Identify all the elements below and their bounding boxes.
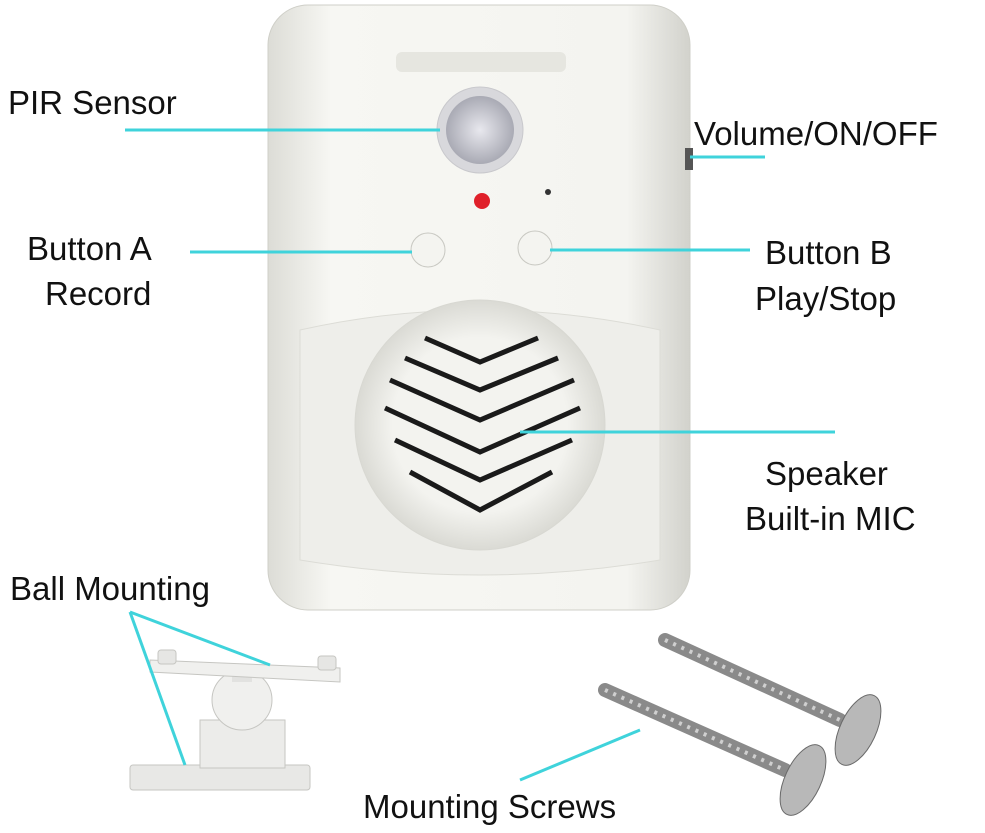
label-speaker-sub: Built-in MIC [745, 500, 916, 537]
label-speaker: Speaker [765, 455, 888, 492]
pir-sensor-icon [436, 86, 524, 174]
label-button-a: Button A [27, 230, 152, 267]
label-volume: Volume/ON/OFF [694, 115, 938, 152]
led-indicator-icon [474, 193, 490, 209]
label-pir-sensor: PIR Sensor [8, 84, 177, 121]
speaker-grille-icon [354, 299, 606, 551]
label-button-a-sub: Record [45, 275, 152, 312]
label-mounting-screws: Mounting Screws [363, 788, 617, 825]
label-button-b: Button B [765, 234, 892, 271]
callout-lines [125, 128, 835, 782]
label-ball-mounting: Ball Mounting [10, 570, 210, 607]
label-button-b-sub: Play/Stop [755, 280, 897, 317]
mic-hole-icon [545, 189, 551, 195]
button-a-icon [410, 232, 446, 268]
button-b-icon [517, 230, 553, 266]
ball-mount-icon [129, 649, 341, 791]
screws-icon [598, 633, 882, 816]
